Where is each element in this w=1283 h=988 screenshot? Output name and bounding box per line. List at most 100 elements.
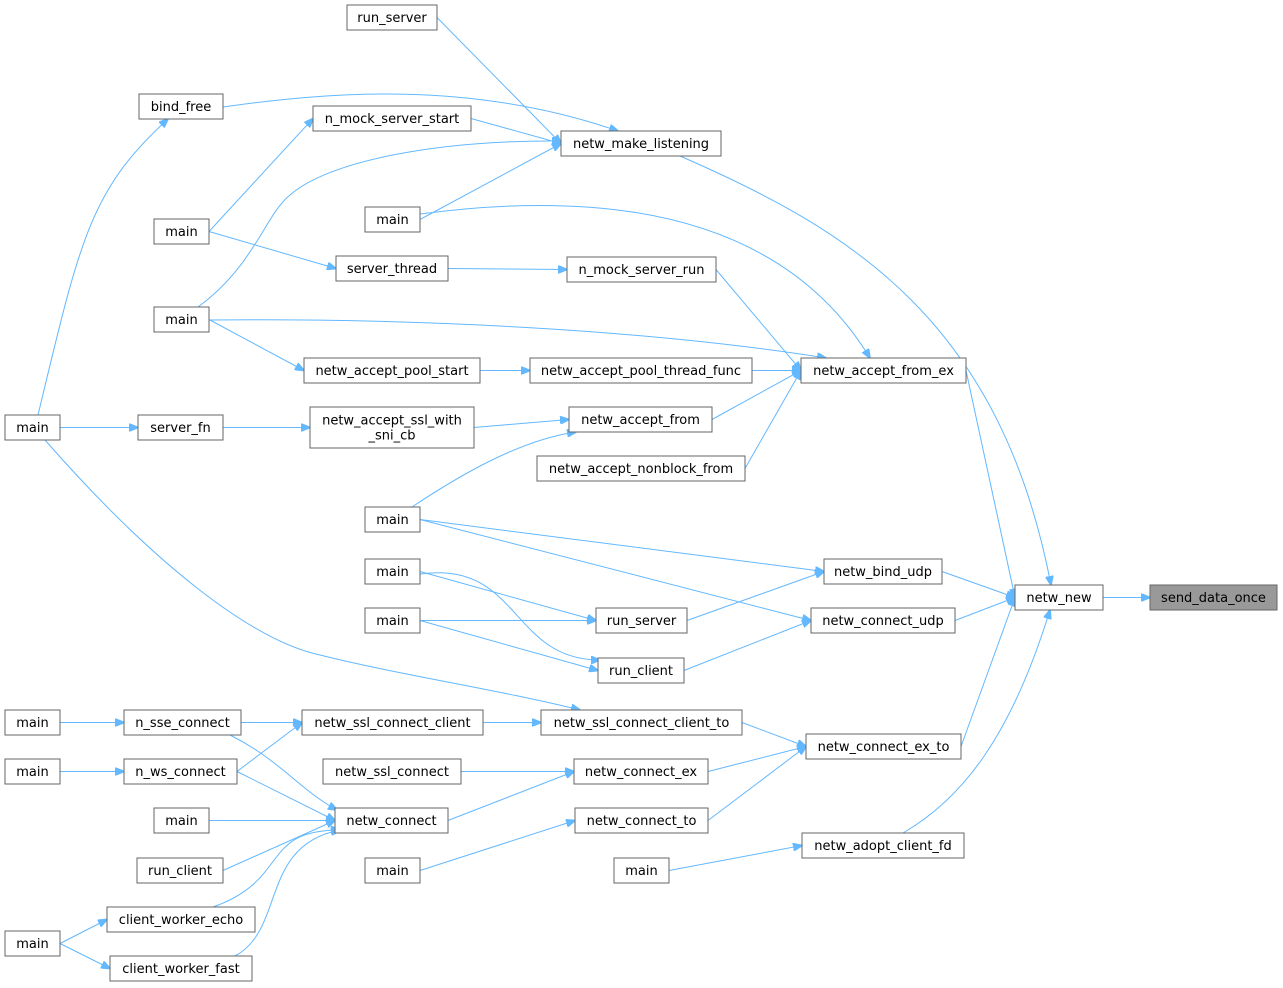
node-main-r1[interactable]: main (364, 206, 421, 233)
node-box (566, 256, 717, 283)
edge-main_r1-to-netw_make_listening (419, 144, 561, 220)
node-box (309, 406, 475, 449)
node-box (4, 709, 61, 736)
node-netw-bind-udp[interactable]: netw_bind_udp (823, 558, 943, 585)
node-label: netw_connect_udp (822, 614, 944, 629)
node-label: netw_bind_udp (834, 565, 932, 580)
node-main-l7[interactable]: main (4, 930, 61, 957)
node-label: main (376, 513, 408, 528)
edge-run_server_mid-to-netw_bind_udp (686, 572, 824, 621)
node-label: netw_connect (346, 814, 436, 829)
nodes-layer: send_data_once netw_new netw_make_listenin… (4, 4, 1278, 982)
node-label: netw_accept_from_ex (813, 364, 954, 379)
node-netw-accept-pool-thread-func[interactable]: netw_accept_pool_thread_func (529, 357, 753, 384)
node-client-worker-echo[interactable]: client_worker_echo (106, 906, 256, 933)
node-n-mock-server-start[interactable]: n_mock_server_start (312, 105, 472, 132)
node-box (364, 857, 421, 884)
edge-netw_adopt_client_fd-to-netw_new (902, 610, 1050, 834)
node-server-fn[interactable]: server_fn (137, 414, 224, 441)
node-box (334, 807, 449, 834)
node-netw-accept-pool-start[interactable]: netw_accept_pool_start (303, 357, 481, 384)
node-netw-new[interactable]: netw_new (1014, 584, 1104, 611)
node-main-r6[interactable]: main (613, 857, 670, 884)
node-main-l6[interactable]: main (153, 807, 210, 834)
edge-bind_free-to-netw_make_listening (222, 93, 618, 131)
node-label: main (165, 313, 197, 328)
node-label: netw_connect_ex (585, 765, 698, 780)
node-main-l4[interactable]: main (4, 709, 61, 736)
node-box (322, 758, 462, 785)
edge-netw_connect_ex_to-to-netw_new (960, 598, 1015, 747)
node-main-l5[interactable]: main (4, 758, 61, 785)
edge-netw_connect_udp-to-netw_new (954, 598, 1015, 621)
node-label: main (376, 864, 408, 879)
node-label: netw_ssl_connect_client (314, 716, 470, 731)
node-netw-accept-from-ex[interactable]: netw_accept_from_ex (800, 357, 967, 384)
node-server-thread[interactable]: server_thread (335, 255, 449, 282)
node-netw-accept-from[interactable]: netw_accept_from (568, 406, 713, 433)
node-n-sse-connect[interactable]: n_sse_connect (123, 709, 242, 736)
node-box (303, 357, 481, 384)
node-label: client_worker_echo (119, 913, 243, 928)
node-netw-adopt-client-fd[interactable]: netw_adopt_client_fd (801, 832, 965, 859)
node-label: netw_ssl_connect (335, 765, 449, 780)
node-label: netw_ssl_connect_client_to (554, 716, 730, 731)
node-main-r5[interactable]: main (364, 857, 421, 884)
node-netw-ssl-connect-client-to[interactable]: netw_ssl_connect_client_to (540, 709, 743, 736)
edge-client_worker_fast-to-netw_connect (234, 830, 340, 957)
node-box (364, 607, 421, 634)
node-netw-make-listening[interactable]: netw_make_listening (560, 130, 722, 157)
node-label: n_mock_server_start (325, 112, 459, 127)
node-label: n_mock_server_run (578, 263, 704, 278)
node-main-l2[interactable]: main (153, 306, 210, 333)
edge-main_l2-to-netw_accept_from_ex (208, 319, 826, 358)
edge-run_client_left-to-netw_connect (222, 821, 335, 871)
edge-main_l3-to-netw_ssl_connect_client_to (44, 439, 580, 710)
node-n-mock-server-run[interactable]: n_mock_server_run (566, 256, 717, 283)
node-label: netw_accept_nonblock_from (549, 462, 733, 477)
node-netw-connect-ex[interactable]: netw_connect_ex (573, 758, 709, 785)
node-label: netw_accept_pool_thread_func (541, 364, 741, 379)
node-label: main (165, 814, 197, 829)
node-main-l3[interactable]: main (4, 414, 61, 441)
node-main-r4[interactable]: main (364, 607, 421, 634)
node-netw-ssl-connect-client[interactable]: netw_ssl_connect_client (301, 709, 484, 736)
edge-main_l2-to-netw_make_listening (197, 141, 561, 308)
node-box (4, 930, 61, 957)
edge-netw_connect_ex-to-netw_connect_ex_to (707, 747, 806, 772)
node-box (1149, 584, 1278, 611)
node-box (153, 807, 210, 834)
node-label: send_data_once (1161, 591, 1266, 606)
node-label: main (165, 225, 197, 240)
edge-run_server_top-to-netw_make_listening (436, 17, 561, 144)
edge-main_r5-to-netw_connect_to (419, 821, 575, 871)
node-n-ws-connect[interactable]: n_ws_connect (123, 758, 238, 785)
node-run-server-top[interactable]: run_server (346, 4, 438, 31)
node-box (801, 832, 965, 859)
node-netw-accept-ssl-with-sni-cb[interactable]: netw_accept_ssl_with_sni_cb (309, 406, 475, 449)
node-client-worker-fast[interactable]: client_worker_fast (109, 955, 253, 982)
edge-netw_ssl_connect_client_to-to-netw_connect_ex_to (741, 722, 806, 747)
node-send-data-once[interactable]: send_data_once (1149, 584, 1278, 611)
node-label: netw_new (1026, 591, 1092, 606)
node-netw-connect[interactable]: netw_connect (334, 807, 449, 834)
node-main-l1[interactable]: main (153, 218, 210, 245)
node-box (568, 406, 713, 433)
edges-layer (37, 17, 1150, 969)
node-netw-ssl-connect[interactable]: netw_ssl_connect (322, 758, 462, 785)
node-main-r2[interactable]: main (364, 506, 421, 533)
node-netw-connect-ex-to[interactable]: netw_connect_ex_to (805, 733, 962, 760)
node-run-server-mid[interactable]: run_server (595, 607, 688, 634)
edge-main_r3-to-run_server_mid (419, 571, 596, 621)
node-netw-accept-nonblock-from[interactable]: netw_accept_nonblock_from (536, 455, 746, 482)
node-netw-connect-to[interactable]: netw_connect_to (574, 807, 709, 834)
node-main-r3[interactable]: main (364, 558, 421, 585)
node-label: main (625, 864, 657, 879)
node-netw-connect-udp[interactable]: netw_connect_udp (810, 607, 956, 634)
node-bind-free[interactable]: bind_free (138, 93, 224, 120)
node-run-client-left[interactable]: run_client (136, 857, 224, 884)
node-label: main (376, 565, 408, 580)
node-box (574, 807, 709, 834)
edge-n_ws_connect-to-netw_ssl_connect_client (236, 723, 302, 772)
node-run-client-mid[interactable]: run_client (597, 657, 685, 684)
